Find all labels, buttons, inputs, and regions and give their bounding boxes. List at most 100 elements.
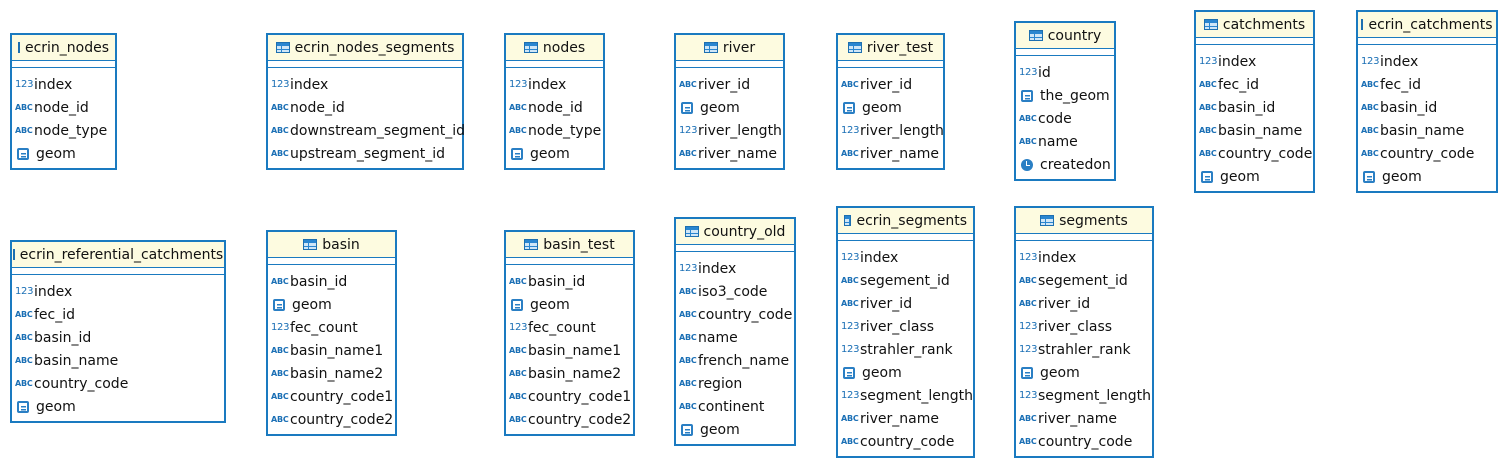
column-row[interactable]: geom bbox=[268, 293, 395, 316]
table-header[interactable]: ecrin_referential_catchments bbox=[12, 242, 224, 268]
column-row[interactable]: the_geom bbox=[1016, 84, 1114, 107]
column-row[interactable]: geom bbox=[506, 293, 633, 316]
table-header[interactable]: basin bbox=[268, 232, 395, 258]
table-header[interactable]: river bbox=[676, 35, 783, 61]
table-header[interactable]: basin_test bbox=[506, 232, 633, 258]
table-header[interactable]: catchments bbox=[1196, 12, 1313, 38]
column-row[interactable]: createdon bbox=[1016, 153, 1114, 176]
table-header[interactable]: ecrin_nodes_segments bbox=[268, 35, 462, 61]
table-header[interactable]: country bbox=[1016, 23, 1114, 49]
table-header[interactable]: river_test bbox=[838, 35, 943, 61]
column-row[interactable]: geom bbox=[676, 96, 783, 119]
table-header[interactable]: country_old bbox=[676, 219, 794, 245]
column-row[interactable]: geom bbox=[12, 142, 115, 165]
table-header[interactable]: ecrin_catchments bbox=[1358, 12, 1496, 38]
table-header[interactable]: nodes bbox=[506, 35, 603, 61]
column-row[interactable]: geom bbox=[1358, 165, 1496, 188]
column-row[interactable]: geom bbox=[1016, 361, 1152, 384]
table-header[interactable]: ecrin_nodes bbox=[12, 35, 115, 61]
column-row[interactable]: geom bbox=[506, 142, 603, 165]
column-row[interactable]: geom bbox=[838, 361, 973, 384]
column-row[interactable]: geom bbox=[838, 96, 943, 119]
table-header[interactable]: segments bbox=[1016, 208, 1152, 234]
table-header[interactable]: ecrin_segments bbox=[838, 208, 973, 234]
column-row[interactable]: geom bbox=[676, 418, 794, 441]
column-row[interactable]: geom bbox=[1196, 165, 1313, 188]
